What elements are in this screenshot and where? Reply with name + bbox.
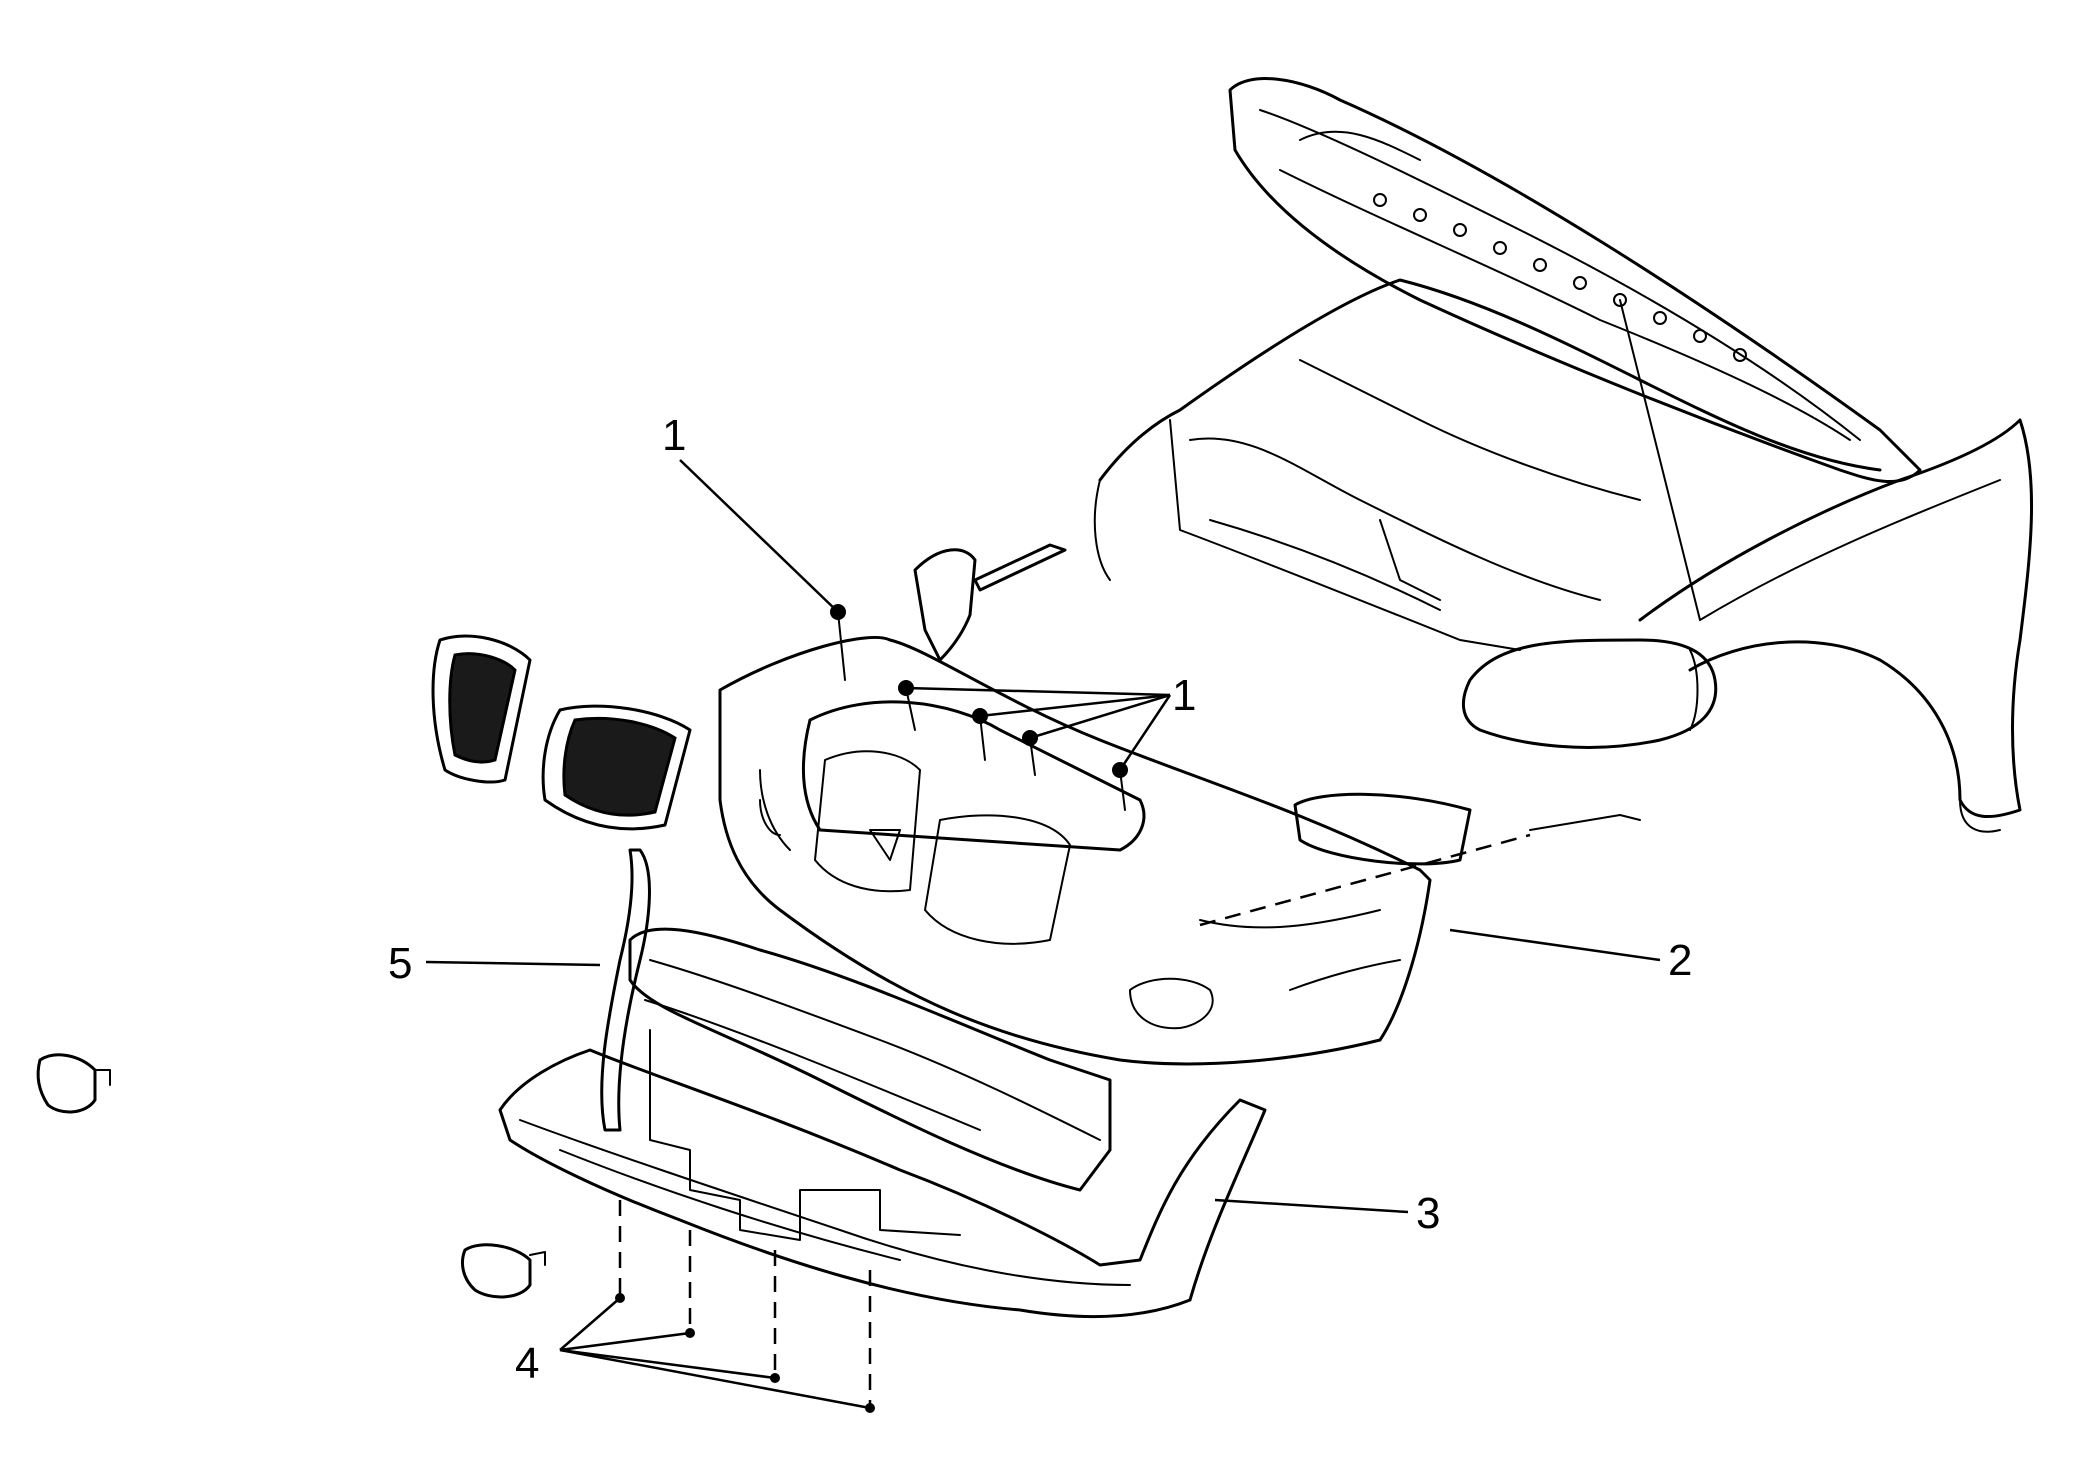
splash-shield [649, 1029, 961, 1241]
callout-1-top: 1 [662, 411, 686, 460]
grille-insert-left [431, 634, 532, 784]
callout-4: 4 [515, 1339, 539, 1388]
callout-1-right: 1 [1172, 671, 1196, 720]
hood [1228, 77, 1922, 621]
engine-compartment [1093, 278, 1882, 651]
fascia-support [628, 927, 1112, 1192]
callout-2: 2 [1668, 936, 1692, 985]
side-bracket [1293, 792, 1641, 866]
fasteners-bottom [615, 1200, 875, 1413]
grille-insert-right [541, 704, 692, 831]
headlamp [1461, 638, 1718, 749]
fender [1638, 418, 2034, 833]
liner-strip [600, 848, 651, 1132]
upper-bracket-left [913, 548, 977, 662]
alignment-dash [1199, 833, 1531, 927]
callout-3: 3 [1416, 1189, 1440, 1238]
fog-lamp-right [461, 1243, 546, 1299]
fog-lamp-left [36, 1053, 111, 1114]
callout-5: 5 [388, 939, 412, 988]
upper-bracket-right [973, 543, 1067, 592]
leader-lines [425, 459, 1661, 1410]
front-fascia [718, 636, 1432, 1066]
fasteners-top [830, 604, 1128, 811]
lower-valance [498, 1048, 1267, 1319]
